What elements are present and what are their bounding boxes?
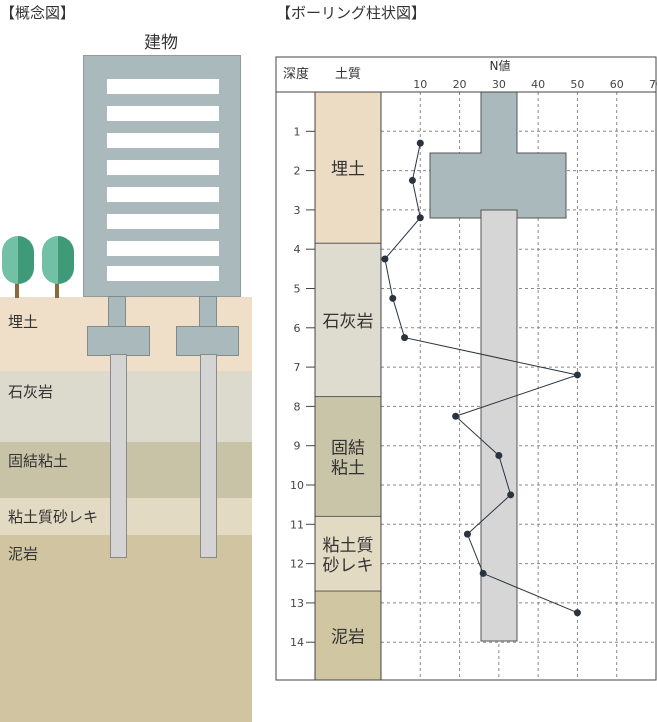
tree-icon: [42, 236, 74, 284]
soil-layer-label: 粘土質: [323, 536, 374, 556]
soil-layer-label: 埋土: [331, 160, 365, 180]
depth-tick-label: 11: [290, 518, 304, 531]
soil-layer-block: [314, 396, 382, 517]
building-window: [107, 187, 219, 202]
depth-tick-label: 14: [290, 636, 304, 649]
pile-diagram: [429, 91, 567, 642]
depth-tick-label: 5: [294, 283, 301, 296]
n-value-point: [452, 412, 460, 420]
pile-shaft-shape: [480, 209, 518, 642]
n-tick-label: 30: [492, 78, 506, 91]
tree-icon: [2, 236, 34, 284]
soil-layer-block: [314, 91, 382, 244]
soil-layer-label: 砂レキ: [323, 556, 374, 576]
layer-label-limestone: 石灰岩: [8, 383, 54, 401]
depth-tick-label: 12: [290, 558, 304, 571]
pile-shaft: [110, 354, 127, 558]
n-value-point: [389, 294, 397, 302]
pile-shaft: [200, 354, 217, 558]
n-value-point: [408, 176, 416, 184]
n-value-point: [495, 452, 503, 460]
chart-labels: 深度土質N値102030405060701234567891011121314: [283, 58, 657, 649]
n-value-point: [507, 491, 515, 499]
chart-grid: [306, 92, 657, 680]
layer-label-consolidated-clay: 固結粘土: [8, 452, 69, 470]
building-window: [107, 266, 219, 281]
boring-heading: 【ボーリング柱状図】: [276, 4, 427, 22]
soil-layer-label: 粘土: [331, 459, 365, 479]
depth-tick-label: 9: [294, 440, 301, 453]
layer-label-clayey-gravel: 粘土質砂レキ: [8, 508, 99, 526]
building-window: [107, 241, 219, 256]
tree-trunk: [15, 280, 19, 298]
n-tick-label: 60: [610, 78, 624, 91]
building-label: 建物: [144, 33, 178, 53]
depth-tick-label: 8: [294, 400, 301, 413]
soil-layer-label: 固結: [331, 439, 365, 459]
depth-tick-label: 3: [294, 204, 301, 217]
chart-frame: [275, 56, 657, 681]
n-value-point: [573, 371, 581, 379]
layer-label-fill: 埋土: [8, 313, 39, 331]
depth-tick-label: 13: [290, 597, 304, 610]
building-window: [107, 79, 219, 94]
n-value-series: [381, 139, 581, 617]
col-n-header: N値: [490, 58, 511, 73]
depth-tick-label: 6: [294, 322, 301, 335]
building-window: [107, 106, 219, 121]
tree-trunk: [55, 280, 59, 298]
n-value-point: [416, 214, 424, 222]
n-tick-label: 70: [649, 78, 657, 91]
n-tick-label: 40: [531, 78, 545, 91]
n-value-point: [416, 139, 424, 147]
depth-tick-label: 4: [294, 243, 301, 256]
depth-tick-label: 1: [294, 125, 301, 138]
building: [83, 55, 241, 297]
pile-cap: [87, 326, 150, 356]
building-window: [107, 160, 219, 175]
n-value-point: [479, 569, 487, 577]
col-depth-header: 深度: [283, 66, 309, 82]
concept-heading: 【概念図】: [0, 4, 76, 22]
n-value-point: [381, 255, 389, 263]
n-value-point: [401, 334, 409, 342]
building-window: [107, 133, 219, 148]
col-soil-header: 土質: [335, 67, 361, 82]
n-tick-label: 10: [413, 78, 427, 91]
n-tick-label: 20: [453, 78, 467, 91]
layer-mudstone: 泥岩: [0, 535, 252, 722]
soil-layer-block: [314, 515, 382, 592]
depth-tick-label: 2: [294, 165, 301, 178]
soil-layer-label: 石灰岩: [323, 312, 374, 332]
n-value-point: [463, 530, 471, 538]
depth-tick-label: 7: [294, 361, 301, 374]
building-window: [107, 214, 219, 229]
n-value-point: [573, 609, 581, 617]
layer-label-mudstone: 泥岩: [8, 545, 39, 563]
depth-tick-label: 10: [290, 479, 304, 492]
n-tick-label: 50: [570, 78, 584, 91]
soil-layer-label: 泥岩: [331, 628, 365, 648]
